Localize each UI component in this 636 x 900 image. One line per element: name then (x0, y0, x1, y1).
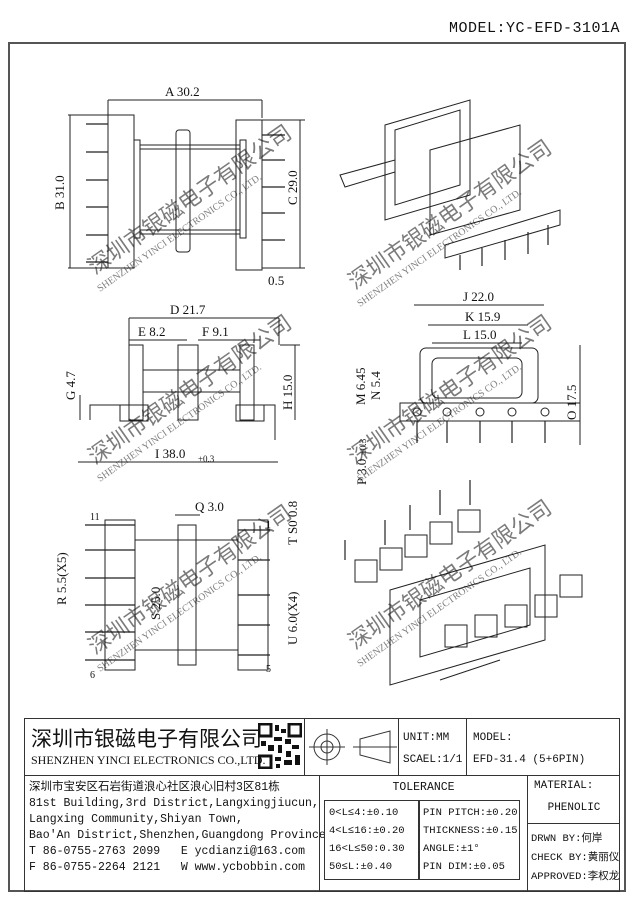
dim-p-tolerance: ±0.3 (358, 438, 368, 455)
model-label: MODEL: (473, 732, 513, 744)
material-label: MATERIAL: (534, 780, 594, 792)
tolerance-row: PIN DIM:±0.05 (423, 861, 505, 873)
model-cell: MODEL: EFD-31.4 (5+6PIN) (466, 719, 620, 775)
email[interactable]: E ycdianzi@163.com (180, 845, 306, 858)
dim-q: Q 3.0 (195, 499, 224, 514)
dim-t: T S0 0.8 (285, 501, 300, 545)
dim-c: C 29.0 (285, 170, 300, 205)
dim-d: D 21.7 (170, 302, 206, 317)
dim-i-tolerance: ±0.3 (198, 454, 215, 464)
dim-u: U 6.0(X4) (285, 592, 300, 645)
dim-l: L 15.0 (463, 327, 496, 342)
company-name-en: SHENZHEN YINCI ELECTRONICS CO.,LTD. (31, 753, 266, 767)
material-value: PHENOLIC (547, 802, 601, 814)
tolerance-row: 4<L≤16:±0.20 (329, 825, 405, 837)
watermark-cn: 深圳市银磁电子有限公司 (344, 495, 557, 654)
website[interactable]: W www.ycbobbin.com (180, 861, 306, 874)
dim-j: J 22.0 (463, 289, 494, 304)
unit-label: UNIT:MM (403, 732, 450, 744)
top-view: A 30.2 B 31.0 C 29.0 0.5 (52, 84, 305, 288)
watermark-cn: 深圳市银磁电子有限公司 (84, 310, 297, 469)
title-block: 深圳市银磁电子有限公司 SHENZHEN YINCI ELECTRONICS C… (24, 718, 620, 892)
dim-r: R 5.5(X5) (54, 552, 69, 605)
address-line: Langxing Community,Shiyan Town, (29, 813, 243, 826)
drawing-model-number: MODEL:YC-EFD-3101A (448, 20, 620, 37)
address-line: Bao'An District,Shenzhen,Guangdong Provi… (29, 829, 326, 842)
tolerance-row: 50≤L:±0.40 (329, 861, 393, 873)
address-line: 81st Building,3rd District,Langxingjiucu… (29, 797, 319, 810)
length-tolerance-box: 0<L≤4:±0.10 4<L≤16:±0.20 16<L≤50:0.30 50… (324, 800, 420, 880)
isometric-view-top (339, 99, 561, 270)
bottom-view: Q 3.0 11 6 1 5 R 5.5(X5) S 25.0 T S0 0.8… (54, 499, 300, 681)
tolerance-row: ANGLE:±1° (423, 843, 480, 855)
tolerance-row: 0<L≤4:±0.10 (329, 807, 399, 819)
company-name-cn: 深圳市银磁电子有限公司 (31, 727, 262, 751)
watermark-cn: 深圳市银磁电子有限公司 (84, 500, 297, 659)
pin-11-label: 11 (90, 512, 100, 523)
tolerance-row: THICKNESS:±0.15 (423, 825, 518, 837)
fax: F 86-0755-2264 2121 (29, 861, 161, 874)
dim-p: P 3.0 (354, 459, 369, 485)
address-cell: 深圳市宝安区石岩街道浪心社区浪心旧村3区81栋 81st Building,3r… (25, 775, 326, 891)
pin-5-label: 5 (266, 664, 271, 675)
unit-cell: UNIT:MM SCAEL:1/1 (398, 719, 466, 775)
model-value: EFD-31.4 (5+6PIN) (473, 754, 586, 766)
isometric-view-bottom (344, 480, 583, 686)
dim-s: S 25.0 (148, 587, 163, 620)
dim-n: N 5.4 (368, 371, 383, 400)
tolerance-title: TOLERANCE (392, 781, 455, 794)
tolerance-row: PIN PITCH:±0.20 (423, 807, 518, 819)
dim-e: E 8.2 (138, 324, 165, 339)
tolerance-row: 16<L≤50:0.30 (329, 843, 405, 855)
pin-6-label: 6 (90, 670, 95, 681)
material-cell: MATERIAL: PHENOLIC (527, 775, 620, 823)
watermark-cn: 深圳市银磁电子有限公司 (344, 135, 557, 294)
other-tolerance-box: PIN PITCH:±0.20 THICKNESS:±0.15 ANGLE:±1… (418, 800, 520, 880)
checked-by: CHECK BY:黄丽仪 (531, 852, 620, 864)
dim-f: F 9.1 (202, 324, 229, 339)
dim-gap: 0.5 (268, 273, 284, 288)
front-view: J 22.0 K 15.9 L 15.0 M 6.45 N 5.4 O 17.5… (353, 289, 581, 485)
dim-b: B 31.0 (52, 175, 67, 210)
company-cell: 深圳市银磁电子有限公司 SHENZHEN YINCI ELECTRONICS C… (25, 719, 266, 775)
tolerance-cell: TOLERANCE 0<L≤4:±0.10 4<L≤16:±0.20 16<L≤… (319, 775, 527, 891)
scale-label: SCAEL:1/1 (403, 754, 463, 766)
approved-by: APPROVED:李权龙 (531, 871, 620, 883)
dim-k: K 15.9 (465, 309, 500, 324)
drawn-by: DRWN BY:何岸 (531, 833, 603, 845)
qr-code (257, 722, 303, 770)
approval-cell: DRWN BY:何岸 CHECK BY:黄丽仪 APPROVED:李权龙 (527, 823, 620, 891)
side-view: D 21.7 E 8.2 F 9.1 G 4.7 H 15.0 I 38.0 ±… (63, 302, 300, 464)
dim-h: H 15.0 (280, 375, 295, 410)
projection-symbol (304, 719, 398, 775)
dim-o: O 17.5 (564, 385, 579, 420)
dim-i: I 38.0 (155, 446, 185, 461)
dim-g: G 4.7 (63, 371, 78, 400)
dim-a: A 30.2 (165, 84, 200, 99)
phone: T 86-0755-2763 2099 (29, 845, 161, 858)
address-line: 深圳市宝安区石岩街道浪心社区浪心旧村3区81栋 (29, 781, 280, 794)
pin-1-label: 1 (266, 520, 271, 531)
dim-m: M 6.45 (353, 367, 368, 405)
